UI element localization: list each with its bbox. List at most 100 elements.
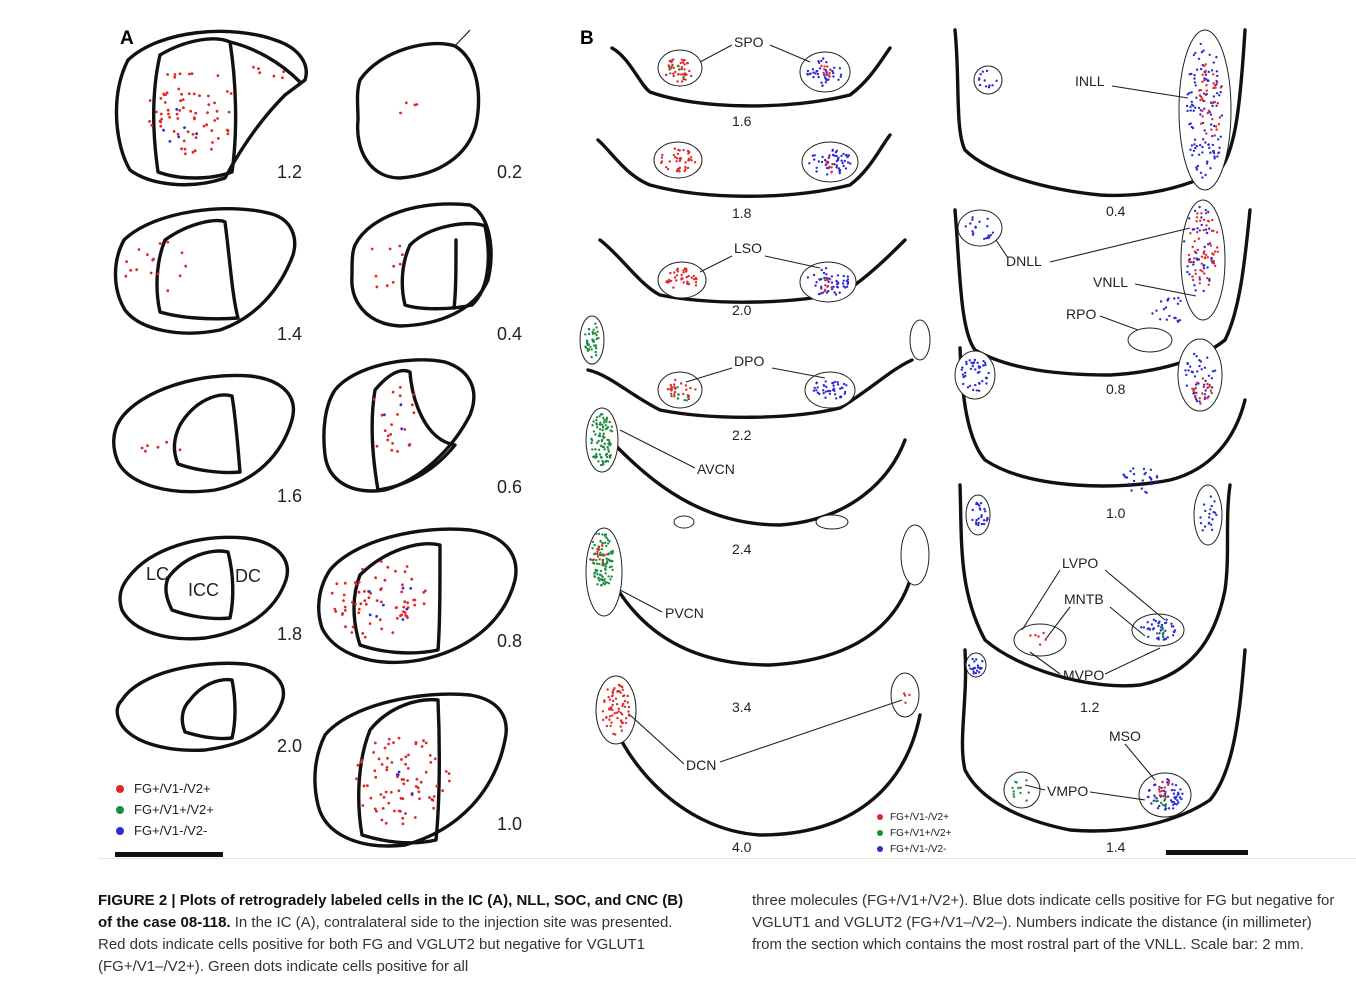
cell-dot [358, 591, 361, 594]
cell-dot [1192, 371, 1194, 373]
cell-dot [1221, 114, 1223, 116]
cell-dot [405, 101, 408, 104]
cell-dot [1202, 138, 1204, 140]
cell-dot [981, 660, 983, 662]
cell-dot [592, 541, 594, 543]
cell-dot [1212, 144, 1214, 146]
cell-dot [670, 389, 672, 391]
cell-dot [423, 602, 426, 605]
cell-dot [195, 132, 198, 135]
cell-dot [843, 383, 845, 385]
cell-dot [974, 368, 976, 370]
cell-dot [188, 92, 191, 95]
cell-dot [594, 553, 596, 555]
cell-dot [380, 628, 383, 631]
cell-dot [1203, 264, 1205, 266]
cell-dot [604, 461, 606, 463]
cell-dot [354, 603, 357, 606]
cell-dot [1217, 138, 1219, 140]
cell-dot [693, 275, 695, 277]
cell-dot [978, 77, 980, 79]
cell-dot [988, 372, 990, 374]
cell-dot [601, 545, 603, 547]
cell-dot [984, 364, 986, 366]
cell-dot [400, 797, 403, 800]
cell-dot [847, 278, 849, 280]
cell-dot [1211, 135, 1213, 137]
cell-dot [593, 558, 595, 560]
cell-dot [828, 72, 830, 74]
cell-dot [975, 519, 977, 521]
cell-dot [1193, 284, 1195, 286]
cell-dot [386, 439, 389, 442]
cell-dot [826, 279, 828, 281]
cell-dot [602, 429, 604, 431]
cell-dot [189, 110, 192, 113]
cell-dot [352, 626, 355, 629]
cell-dot [1158, 632, 1160, 634]
cell-dot [179, 274, 182, 277]
cell-dot [602, 426, 604, 428]
cell-dot [370, 797, 373, 800]
cell-dot [826, 65, 828, 67]
cell-dot [831, 275, 833, 277]
cell-dot [1158, 638, 1160, 640]
cell-dot [376, 599, 379, 602]
cell-dot [167, 109, 170, 112]
cell-dot [809, 73, 811, 75]
cell-dot [183, 126, 186, 129]
cell-dot [207, 103, 210, 106]
cell-dot [606, 558, 608, 560]
cell-dot [1160, 802, 1162, 804]
cell-dot [973, 361, 975, 363]
cell-dot [822, 57, 824, 59]
cell-dot [1124, 476, 1126, 478]
cell-dot [358, 608, 361, 611]
brainstem-section-1.6: 1.6 [612, 48, 890, 129]
cell-dot [837, 157, 839, 159]
cell-dot [357, 611, 360, 614]
cell-dot [677, 73, 679, 75]
cell-dot [971, 216, 973, 218]
cell-dot [683, 399, 685, 401]
ic-section-0.2: 0.2 [358, 30, 523, 182]
cell-dot [681, 274, 683, 276]
cell-dot [1154, 796, 1156, 798]
cell-dot [1211, 505, 1213, 507]
cell-dot [982, 71, 984, 73]
cell-dot [965, 361, 967, 363]
cell-dot [355, 777, 358, 780]
cell-dot [216, 117, 219, 120]
section-number-1.8: 1.8 [277, 624, 302, 644]
cell-dot [1141, 487, 1143, 489]
cell-dot [827, 290, 829, 292]
cell-dot [987, 218, 989, 220]
cell-dot [832, 75, 834, 77]
cell-dot [1216, 231, 1218, 233]
cell-dot [603, 579, 605, 581]
cell-dot [179, 99, 182, 102]
cell-dot [1160, 626, 1162, 628]
cell-dot [625, 722, 627, 724]
cell-dot [609, 456, 611, 458]
cell-dot [986, 518, 988, 520]
cell-dot [144, 450, 147, 453]
cell-dot [968, 664, 970, 666]
cell-dot [1129, 470, 1131, 472]
cell-dot [1034, 634, 1036, 636]
cell-dot [605, 563, 607, 565]
cell-dot [1200, 212, 1202, 214]
cell-dot [813, 274, 815, 276]
cell-dot [1199, 144, 1201, 146]
cell-dot [818, 160, 820, 162]
cell-dot [1184, 369, 1186, 371]
cell-dot [674, 379, 676, 381]
cell-dot [971, 658, 973, 660]
cell-dot [605, 428, 607, 430]
cell-dot [1194, 139, 1196, 141]
cell-dot [1214, 134, 1216, 136]
cell-dot [661, 154, 663, 156]
figure-caption: FIGURE 2 | Plots of retrogradely labeled… [98, 890, 1338, 978]
cell-dot [1150, 483, 1152, 485]
cell-dot [1210, 128, 1212, 130]
